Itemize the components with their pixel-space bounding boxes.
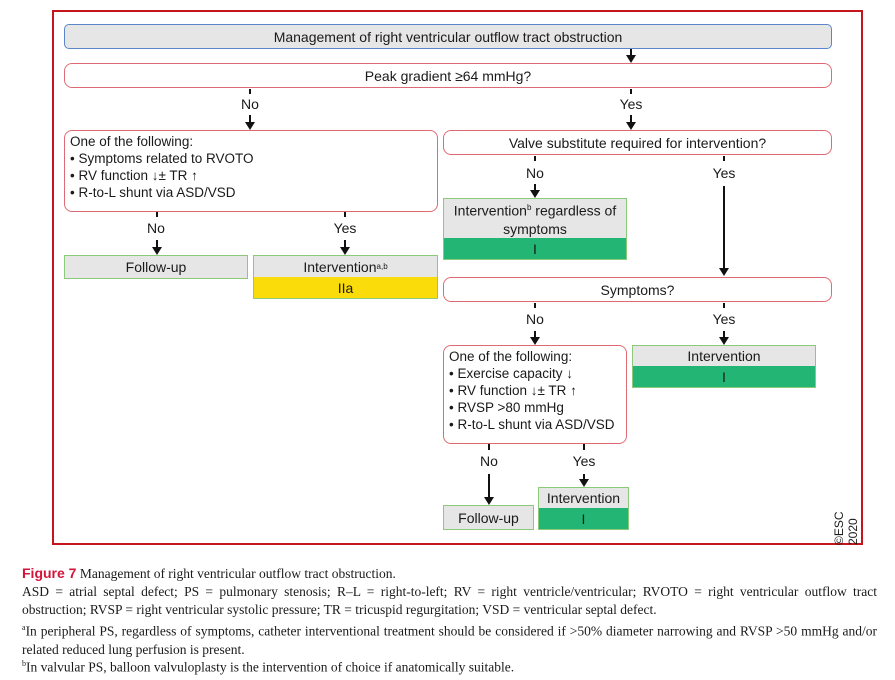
arrow	[534, 184, 536, 191]
arrow	[583, 474, 585, 480]
criteria-item: • R-to-L shunt via ASD/VSD	[70, 185, 236, 200]
footnote-a: aIn peripheral PS, regardless of symptom…	[22, 619, 877, 659]
criteria-heading: One of the following:	[70, 134, 194, 149]
left-criteria-box: One of the following: • Symptoms related…	[64, 130, 438, 212]
arrow-head	[530, 337, 540, 345]
arrow	[723, 331, 725, 338]
footnote-mark: a,b	[376, 261, 388, 271]
arrow	[156, 212, 158, 217]
arrow-head	[719, 337, 729, 345]
diagram-title: Management of right ventricular outflow …	[64, 24, 832, 49]
result-intervention-regardless: Interventionb regardless of symptoms I	[443, 198, 627, 260]
intervention-text: Intervention	[453, 202, 527, 219]
footnote-mark: a	[22, 623, 26, 632]
abbreviations: ASD = atrial septal defect; PS = pulmona…	[22, 584, 877, 617]
criteria-item: • RVSP >80 mmHg	[449, 400, 564, 415]
label-no: No	[147, 220, 165, 236]
label-no: No	[241, 96, 259, 112]
label-yes: Yes	[333, 220, 357, 236]
arrow	[723, 156, 725, 161]
criteria-item: • Exercise capacity ↓	[449, 366, 574, 381]
arrow-head	[719, 268, 729, 276]
label-no: No	[480, 453, 498, 469]
right-criteria-box: One of the following: • Exercise capacit…	[443, 345, 627, 444]
footnote-mark: b	[22, 659, 26, 668]
criteria-item: • RV function ↓± TR ↑	[449, 383, 577, 398]
arrow-head	[626, 55, 636, 63]
result-intervention-symptomatic: Intervention I	[632, 345, 816, 388]
arrow	[488, 474, 490, 498]
arrow-head	[152, 247, 162, 255]
arrow	[534, 156, 536, 161]
footnote-text: In valvular PS, balloon valvuloplasty is…	[26, 659, 515, 675]
result-label: Follow-up	[125, 259, 187, 275]
arrow	[534, 303, 536, 308]
copyright: ©ESC 2020	[832, 511, 860, 545]
intervention-text: Intervention	[303, 258, 377, 275]
arrow	[723, 303, 725, 308]
arrow-head	[340, 247, 350, 255]
arrow	[344, 240, 346, 248]
arrow-head	[626, 122, 636, 130]
arrow	[630, 89, 632, 94]
intervention-text-rest: regardless of symptoms	[503, 202, 617, 237]
result-label: Intervention	[546, 490, 621, 506]
arrow-head	[245, 122, 255, 130]
arrow-head	[579, 479, 589, 487]
label-no: No	[526, 311, 544, 327]
arrow	[344, 212, 346, 217]
label-no: No	[526, 165, 544, 181]
label-yes: Yes	[619, 96, 643, 112]
label-yes: Yes	[572, 453, 596, 469]
question-peak-gradient: Peak gradient ≥64 mmHg?	[64, 63, 832, 88]
criteria-item: • Symptoms related to RVOTO	[70, 151, 254, 166]
class-badge: I	[539, 508, 628, 529]
footnote-b: bIn valvular PS, balloon valvuloplasty i…	[22, 655, 877, 677]
criteria-item: • R-to-L shunt via ASD/VSD	[449, 417, 615, 432]
arrow	[249, 115, 251, 123]
arrow	[488, 444, 490, 450]
class-badge: IIa	[254, 277, 437, 298]
result-label: Follow-up	[458, 509, 519, 526]
class-badge: I	[633, 366, 815, 387]
question-valve-substitute: Valve substitute required for interventi…	[443, 130, 832, 155]
figure-caption-title: Figure 7 Management of right ventricular…	[22, 564, 877, 583]
arrow	[249, 89, 251, 94]
label-yes: Yes	[712, 311, 736, 327]
arrow	[583, 444, 585, 450]
arrow	[630, 115, 632, 123]
footnote-mark: b	[526, 203, 532, 213]
result-label: Interventionb regardless of symptoms	[444, 199, 626, 238]
arrow	[723, 186, 725, 269]
arrow	[630, 49, 632, 57]
result-follow-up: Follow-up	[64, 255, 248, 279]
criteria-item: • RV function ↓± TR ↑	[70, 168, 198, 183]
question-symptoms: Symptoms?	[443, 277, 832, 302]
label-yes: Yes	[712, 165, 736, 181]
footnote-text: In peripheral PS, regardless of symptoms…	[22, 623, 877, 657]
diagram-frame	[52, 10, 863, 545]
result-label: Intervention	[687, 348, 761, 364]
arrow-head	[530, 190, 540, 198]
arrow-head	[484, 497, 494, 505]
result-follow-up-final: Follow-up	[443, 505, 534, 530]
figure-label: Figure 7	[22, 565, 77, 581]
arrow	[156, 240, 158, 248]
figure-title: Management of right ventricular outflow …	[76, 566, 396, 581]
arrow	[534, 331, 536, 338]
class-badge: I	[444, 238, 626, 259]
criteria-heading: One of the following:	[449, 349, 573, 364]
result-intervention-final: Intervention I	[538, 487, 629, 530]
